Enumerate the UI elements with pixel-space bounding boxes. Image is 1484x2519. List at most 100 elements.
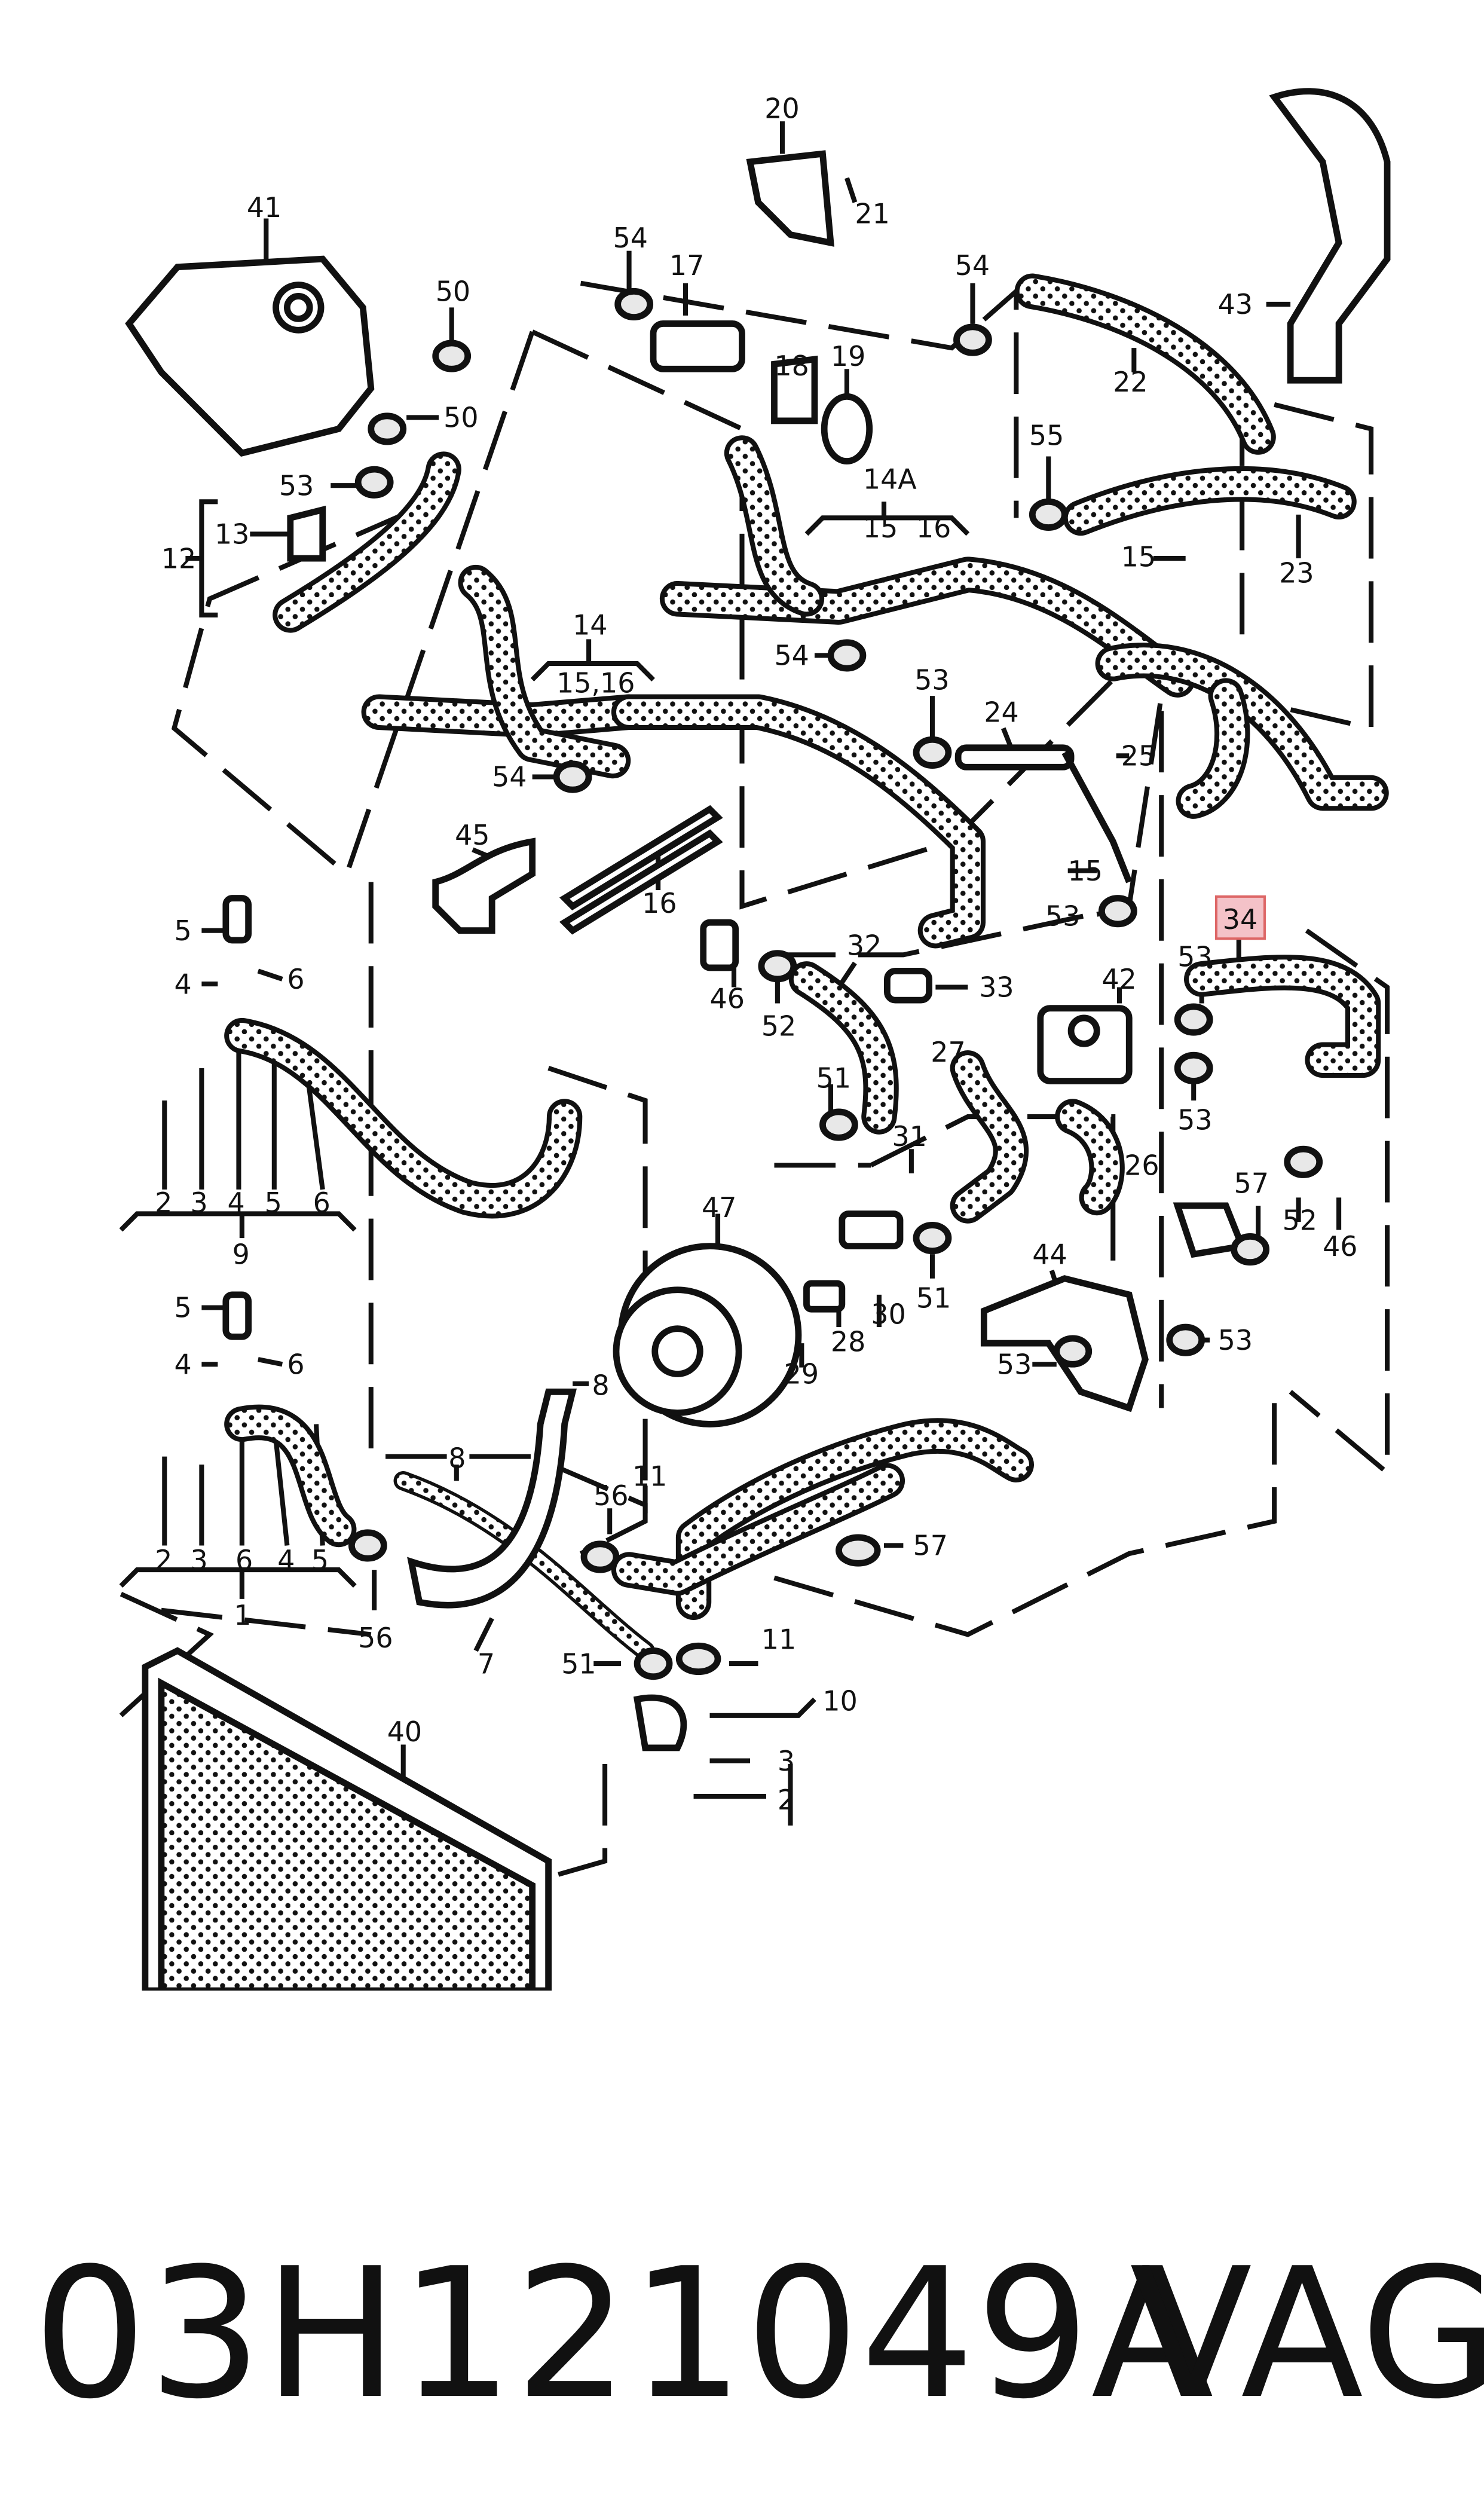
label-53-c: 53 [1045, 900, 1080, 933]
label-52-b: 52 [1283, 1204, 1317, 1236]
label-54-a: 54 [613, 222, 648, 254]
label-55: 55 [1029, 419, 1064, 451]
label-54-d: 54 [492, 761, 527, 793]
label-14a: 14A [863, 463, 917, 496]
label-13: 13 [215, 518, 249, 551]
label-27: 27 [931, 1036, 965, 1068]
label-42: 42 [1101, 963, 1136, 995]
pipe-43 [1269, 88, 1391, 384]
label-5-a: 5 [174, 915, 191, 947]
label-7: 7 [478, 1647, 495, 1680]
pipe-24 [954, 744, 1075, 771]
label-31: 31 [892, 1120, 926, 1152]
label-56-a: 56 [593, 1479, 628, 1512]
label-18: 18 [774, 350, 809, 382]
label-44: 44 [1032, 1238, 1067, 1270]
label-51-b: 51 [916, 1282, 951, 1314]
label-1: 1 [234, 1599, 251, 1631]
label-15-a: 15 [863, 512, 898, 544]
coolant-pump-small [650, 320, 745, 372]
label-10: 10 [822, 1685, 857, 1717]
brand-name: VAG [1130, 2230, 1484, 2438]
label-50-a: 50 [436, 275, 470, 307]
label-15-16: 15,16 [556, 667, 635, 699]
bracket [746, 150, 834, 247]
label-11-a: 11 [632, 1460, 667, 1492]
label-40: 40 [387, 1716, 422, 1748]
label-17: 17 [669, 249, 704, 282]
label-6-c: 6 [287, 1348, 304, 1380]
label-53-f: 53 [1218, 1324, 1253, 1356]
label-51-c: 51 [561, 1647, 596, 1680]
label-28: 28 [831, 1326, 865, 1358]
label-3-c: 3 [778, 1745, 795, 1777]
label-53-b: 53 [914, 664, 949, 696]
label-15-c: 15 [1068, 855, 1103, 887]
label-8-b: 8 [448, 1442, 466, 1474]
label-11-b: 11 [761, 1624, 796, 1656]
highlight-box-34 [1214, 895, 1266, 940]
label-3-a: 3 [190, 1187, 207, 1219]
label-2-c: 2 [778, 1784, 795, 1816]
label-22: 22 [1113, 366, 1148, 398]
label-46-a: 46 [710, 983, 745, 1015]
label-20: 20 [764, 93, 799, 125]
label-25: 25 [1121, 739, 1156, 772]
label-16-a: 16 [916, 512, 951, 544]
label-8-a: 8 [592, 1369, 610, 1402]
label-21: 21 [855, 198, 889, 230]
label-9: 9 [232, 1238, 250, 1270]
label-30: 30 [871, 1298, 905, 1331]
label-57-a: 57 [1234, 1167, 1269, 1199]
label-4-c: 4 [174, 1348, 191, 1380]
label-12: 12 [161, 542, 196, 574]
label-23: 23 [1279, 557, 1314, 589]
label-32: 32 [847, 929, 882, 961]
label-43: 43 [1218, 288, 1253, 320]
parts [125, 88, 1391, 1991]
label-56-b: 56 [358, 1622, 393, 1654]
label-6-d: 6 [235, 1544, 253, 1576]
label-29: 29 [784, 1358, 819, 1390]
label-4-a: 4 [174, 968, 191, 1000]
label-6-a: 6 [287, 963, 304, 995]
label-52-a: 52 [761, 1010, 796, 1043]
flange-45 [432, 837, 536, 934]
label-54-c: 54 [774, 640, 809, 672]
label-2-a: 2 [155, 1187, 172, 1219]
label-53-g: 53 [997, 1348, 1032, 1380]
label-33: 33 [979, 971, 1014, 1004]
label-5-c: 5 [174, 1292, 191, 1324]
label-54-b: 54 [955, 249, 990, 282]
label-5-d: 5 [311, 1544, 329, 1576]
label-45: 45 [455, 819, 489, 851]
label-5-b: 5 [265, 1187, 282, 1219]
label-51-a: 51 [816, 1062, 851, 1094]
pipe-7 [407, 1388, 577, 1609]
label-53-a: 53 [279, 469, 314, 502]
label-4-b: 4 [228, 1187, 245, 1219]
expansion-tank [125, 255, 375, 457]
label-53-e: 53 [1177, 1104, 1212, 1136]
label-2-b: 2 [155, 1544, 172, 1576]
hose-clamps [348, 288, 1323, 1680]
label-3-b: 3 [190, 1544, 207, 1576]
hoses [224, 273, 1389, 1661]
label-16-b: 16 [642, 887, 677, 919]
label-15-b: 15 [1121, 540, 1156, 573]
label-26: 26 [1124, 1149, 1159, 1181]
label-57-b: 57 [913, 1530, 948, 1562]
label-46-b: 46 [1323, 1230, 1357, 1262]
label-47: 47 [702, 1191, 736, 1224]
label-14: 14 [573, 609, 607, 641]
label-24: 24 [984, 696, 1018, 728]
label-19: 19 [831, 340, 865, 372]
label-34: 34 [1223, 903, 1257, 936]
part-number: 03H121049A [33, 2230, 1215, 2438]
label-4-d: 4 [277, 1544, 295, 1576]
label-6-b: 6 [313, 1187, 331, 1219]
label-41: 41 [247, 191, 281, 224]
label-53-d: 53 [1177, 940, 1212, 973]
label-50-b: 50 [443, 402, 478, 434]
connector-2 [633, 1694, 687, 1751]
